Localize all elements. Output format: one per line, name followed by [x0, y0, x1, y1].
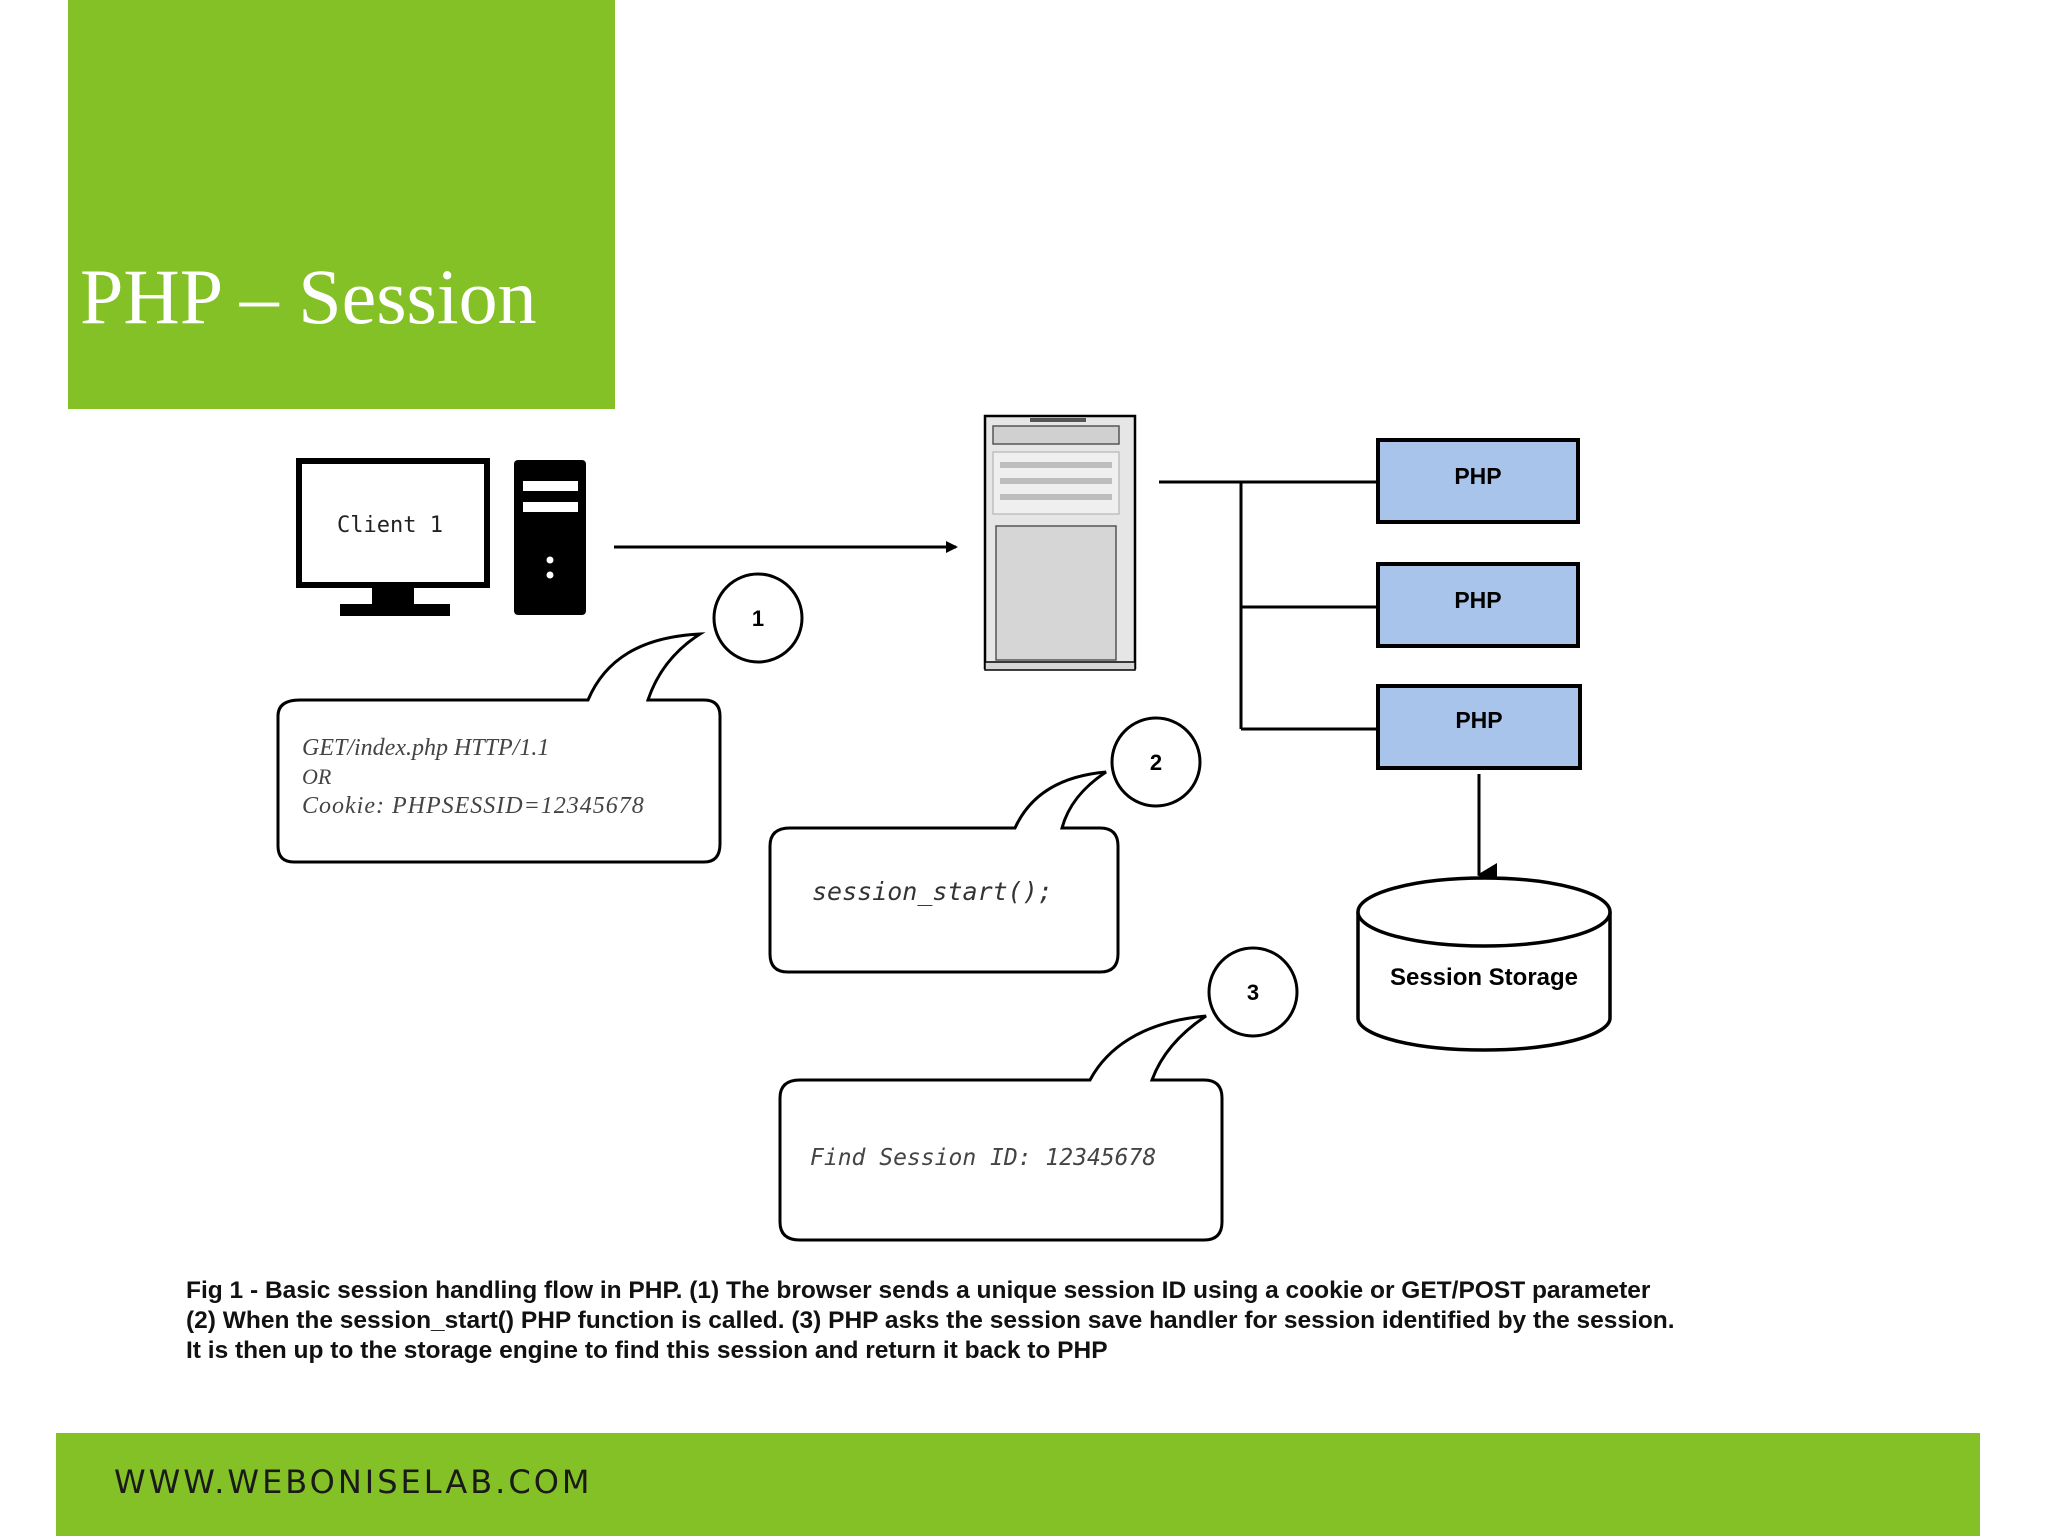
slide-title: PHP – Session — [80, 253, 537, 340]
session-start-call: session_start(); — [812, 877, 1053, 906]
step-1-callout — [276, 572, 804, 864]
php-connector-lines — [1159, 480, 1378, 731]
title-banner — [68, 0, 615, 409]
find-session-text: Find Session ID: 12345678 — [810, 1145, 1156, 1171]
figure-caption: Fig 1 - Basic session handling flow in P… — [186, 1276, 1836, 1366]
php-worker-1-label: PHP — [1454, 463, 1501, 489]
step-3-callout — [778, 946, 1299, 1242]
request-line: GET/index.php HTTP/1.1 — [302, 735, 549, 761]
php-worker-2-label: PHP — [1454, 587, 1501, 613]
request-cookie: Cookie: PHPSESSID=12345678 — [302, 793, 645, 819]
php-worker-1 — [1376, 438, 1580, 524]
php-worker-2 — [1376, 562, 1580, 648]
caption-line-2: (2) When the session_start() PHP functio… — [186, 1307, 1675, 1334]
client-label: Client 1 — [337, 513, 443, 538]
footer-url: WWW.WEBONISELAB.COM — [114, 1463, 593, 1501]
footer-bar: WWW.WEBONISELAB.COM — [56, 1433, 1980, 1536]
php-worker-3-label: PHP — [1455, 707, 1502, 733]
step-2-callout — [768, 716, 1202, 974]
step-3-number: 3 — [1247, 980, 1259, 1005]
step-1-number: 1 — [752, 606, 764, 631]
step-2-number: 2 — [1150, 750, 1162, 775]
session-storage-cylinder — [1356, 876, 1612, 1052]
request-or: OR — [302, 764, 332, 789]
caption-line-1: Fig 1 - Basic session handling flow in P… — [186, 1277, 1651, 1304]
session-storage-label: Session Storage — [1390, 964, 1578, 991]
server-icon — [983, 414, 1137, 671]
php-worker-3 — [1376, 684, 1582, 770]
client-computer-icon — [296, 458, 586, 616]
caption-line-3: It is then up to the storage engine to f… — [186, 1337, 1108, 1364]
